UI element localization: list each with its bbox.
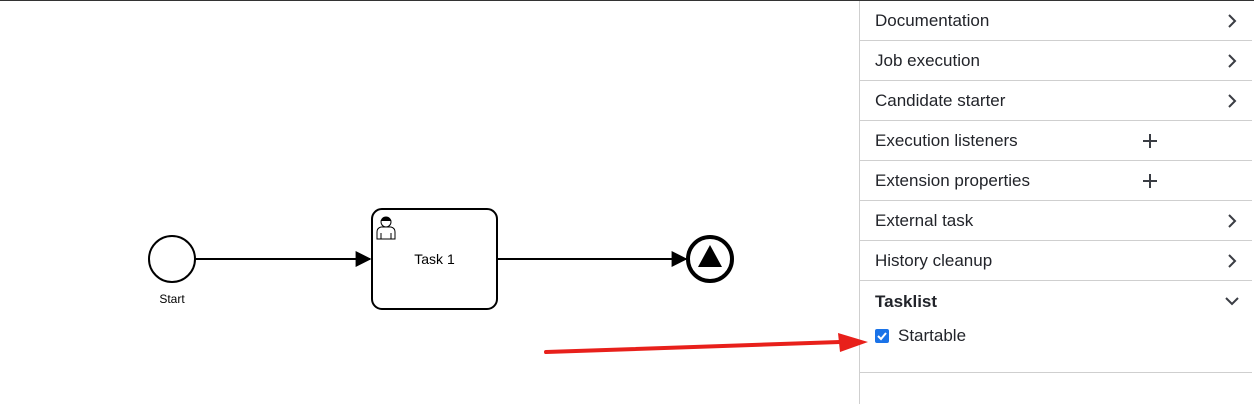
group-execution-listeners[interactable]: Execution listeners <box>860 121 1252 161</box>
startable-label: Startable <box>898 326 967 345</box>
user-task-label: Task 1 <box>414 251 455 267</box>
group-label: Tasklist <box>875 292 938 311</box>
chevron-right-icon[interactable] <box>1224 93 1240 109</box>
group-tasklist[interactable]: Tasklist Startable <box>860 281 1252 373</box>
startable-entry: Startable <box>875 325 966 347</box>
properties-panel: Documentation Job execution Candidate st… <box>859 1 1254 404</box>
chevron-right-icon[interactable] <box>1224 53 1240 69</box>
group-extension-properties[interactable]: Extension properties <box>860 161 1252 201</box>
start-event[interactable] <box>148 235 196 283</box>
bpmn-canvas[interactable]: Start Task 1 <box>0 1 859 404</box>
group-label: Execution listeners <box>875 131 1018 150</box>
group-external-task[interactable]: External task <box>860 201 1252 241</box>
group-label: Candidate starter <box>875 91 1006 110</box>
annotation-arrow <box>544 333 868 354</box>
chevron-right-icon[interactable] <box>1224 13 1240 29</box>
group-label: External task <box>875 211 974 230</box>
chevron-right-icon[interactable] <box>1224 213 1240 229</box>
start-event-label: Start <box>159 292 185 306</box>
group-label: Job execution <box>875 51 980 70</box>
group-label: History cleanup <box>875 251 993 270</box>
group-candidate-starter[interactable]: Candidate starter <box>860 81 1252 121</box>
group-history-cleanup[interactable]: History cleanup <box>860 241 1252 281</box>
escalation-icon <box>698 245 722 267</box>
group-label: Documentation <box>875 11 990 30</box>
group-documentation[interactable]: Documentation <box>860 1 1252 41</box>
startable-checkbox[interactable] <box>875 329 889 343</box>
plus-icon[interactable] <box>1142 133 1158 149</box>
group-job-execution[interactable]: Job execution <box>860 41 1252 81</box>
check-icon <box>877 332 887 341</box>
chevron-down-icon[interactable] <box>1224 293 1240 309</box>
user-icon <box>376 216 396 240</box>
group-label: Extension properties <box>875 171 1030 190</box>
diagram-svg: Start Task 1 <box>148 208 734 310</box>
top-border <box>0 0 1254 1</box>
plus-icon[interactable] <box>1142 173 1158 189</box>
chevron-right-icon[interactable] <box>1224 253 1240 269</box>
